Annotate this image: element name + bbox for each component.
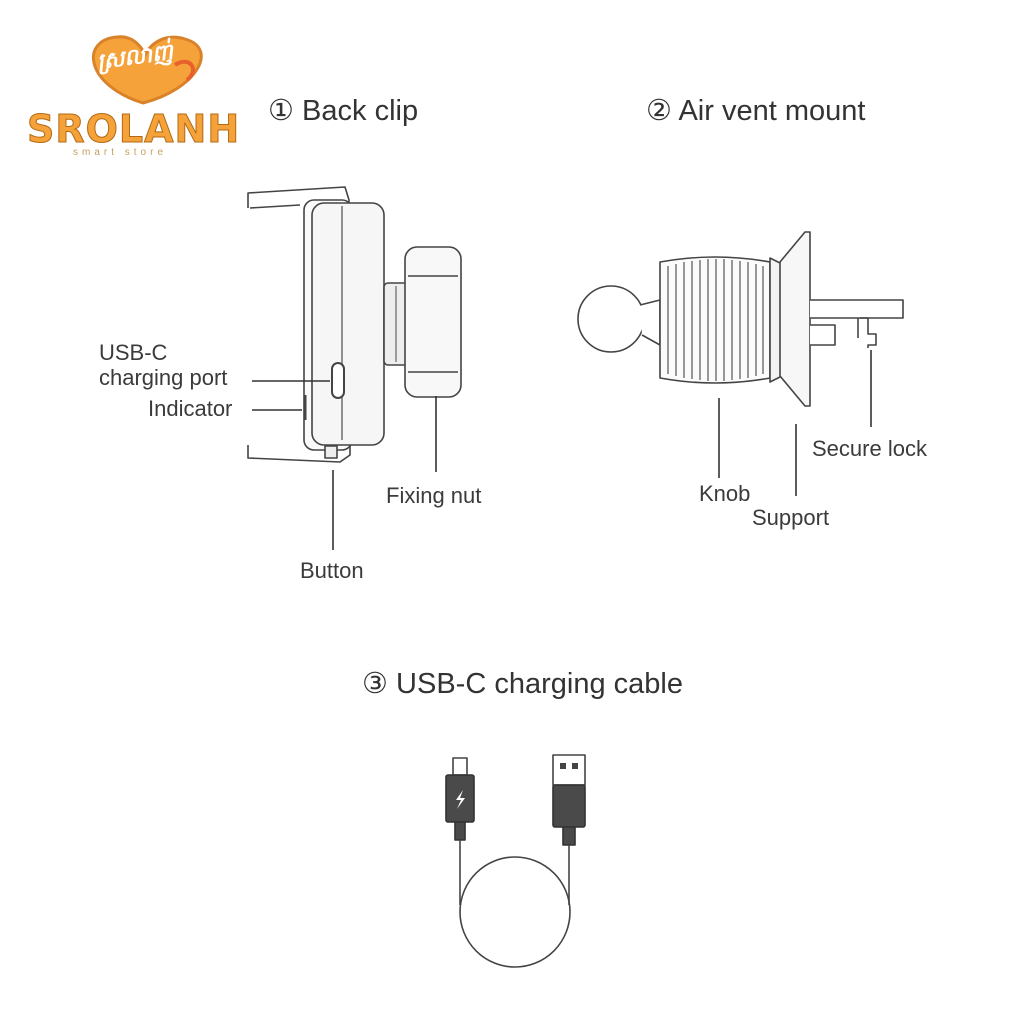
support-flange <box>779 231 811 407</box>
label-indicator: Indicator <box>148 396 233 421</box>
logo-brand-name: SROLANH <box>26 107 241 152</box>
side-button <box>324 445 338 459</box>
air-vent-mount-drawing <box>577 231 904 496</box>
fixing-nut <box>404 246 462 398</box>
label-button: Button <box>300 558 364 583</box>
brand-logo: ស្រលាញ់ SROLANH smart store <box>25 25 240 160</box>
usb-a-plug <box>552 784 586 828</box>
back-clip-drawing <box>247 186 462 550</box>
usb-c-port <box>331 362 345 399</box>
cable-loop <box>459 856 571 968</box>
label-secure-lock: Secure lock <box>812 436 927 461</box>
label-usb-c: USB-C <box>99 340 168 365</box>
section-title-air-vent-mount: ② Air vent mount <box>646 95 866 127</box>
logo-tagline: smart store <box>73 147 168 158</box>
label-support: Support <box>752 505 830 530</box>
section-title-cable: ③ USB-C charging cable <box>362 668 683 700</box>
label-knob: Knob <box>699 481 751 506</box>
heart-logo-icon <box>91 35 203 105</box>
usb-cable-drawing <box>445 754 586 968</box>
section-title-back-clip: ① Back clip <box>268 95 419 127</box>
label-charging-port: charging port <box>99 365 228 390</box>
lightning-icon <box>456 790 465 809</box>
label-fixing-nut: Fixing nut <box>386 483 482 508</box>
secure-lock <box>860 317 877 348</box>
